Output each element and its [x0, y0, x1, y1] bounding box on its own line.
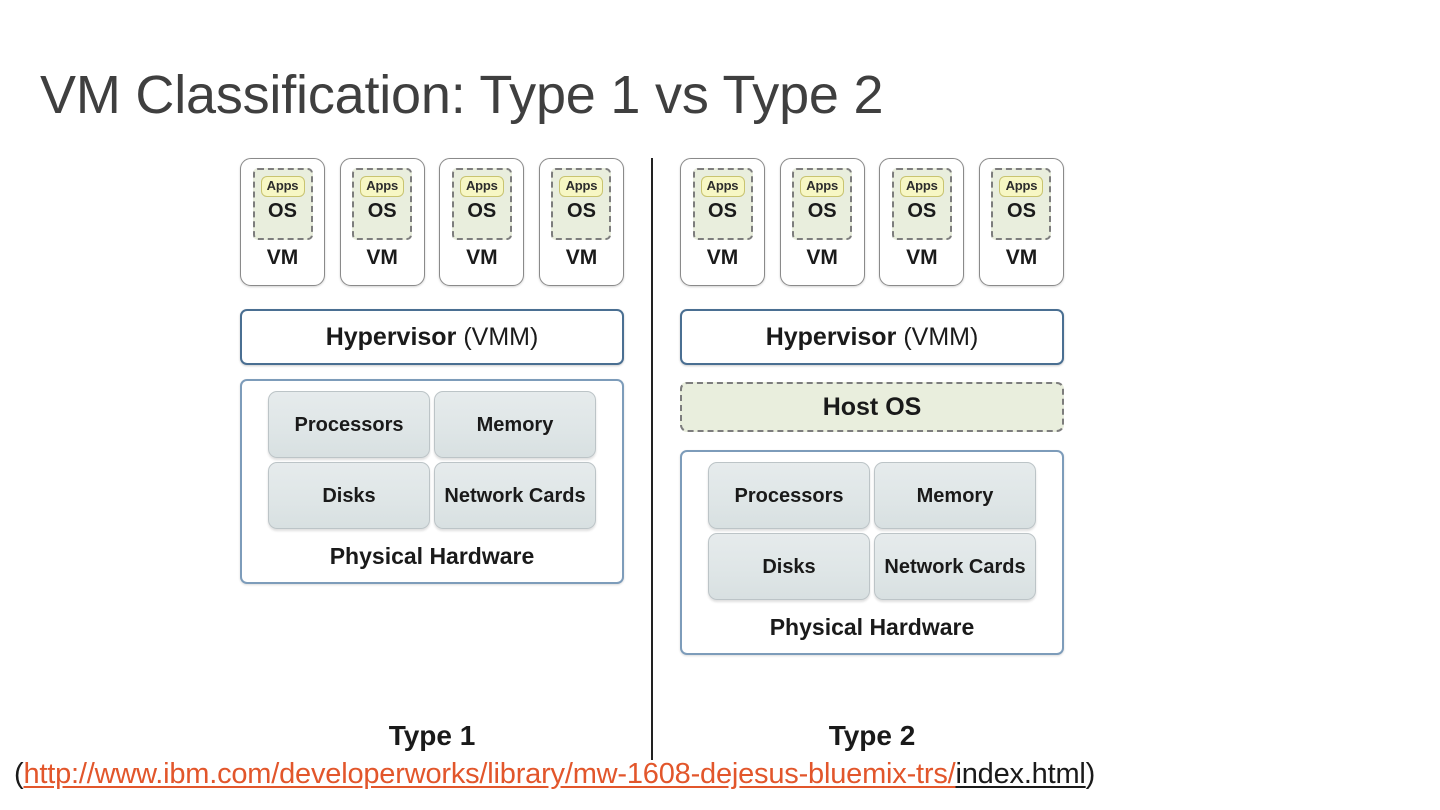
vm-box[interactable]: Apps OS VM: [879, 158, 965, 286]
os-label: OS: [367, 200, 397, 222]
hypervisor-label: Hypervisor: [325, 322, 457, 351]
hardware-cell-processors: Processors: [268, 391, 430, 458]
hardware-cell-memory: Memory: [874, 462, 1036, 529]
vm-box[interactable]: Apps OS VM: [680, 158, 765, 286]
apps-pill: Apps: [999, 176, 1044, 197]
hypervisor-vmm-label: (VMM): [903, 322, 979, 351]
panel-type-1: Apps OS VM Apps OS VM Apps OS VM: [240, 158, 624, 751]
vm-label: VM: [266, 246, 299, 269]
hardware-cell-network-cards: Network Cards: [434, 462, 596, 529]
hardware-cell-disks: Disks: [708, 533, 870, 600]
panel-type-2: Apps OS VM Apps OS VM Apps OS VM: [680, 158, 1064, 751]
hypervisor-label: Hypervisor: [765, 322, 897, 351]
apps-pill: Apps: [899, 176, 944, 197]
hardware-component-grid: Processors Memory Disks Network Cards: [708, 462, 1036, 600]
vm-label: VM: [906, 246, 938, 269]
apps-pill: Apps: [360, 176, 405, 197]
panel-divider: [651, 158, 653, 760]
host-os-box[interactable]: Host OS: [680, 382, 1064, 432]
guest-os-box: Apps OS: [692, 168, 753, 240]
os-label: OS: [1007, 200, 1036, 222]
physical-hardware-label: Physical Hardware: [769, 614, 975, 640]
os-label: OS: [268, 200, 297, 222]
vm-row-type2: Apps OS VM Apps OS VM Apps OS VM: [680, 158, 1064, 286]
os-label: OS: [708, 200, 737, 222]
apps-pill: Apps: [260, 176, 305, 197]
physical-hardware-box[interactable]: Processors Memory Disks Network Cards Ph…: [240, 379, 624, 584]
apps-pill: Apps: [800, 176, 845, 197]
guest-os-box: Apps OS: [352, 168, 413, 240]
host-os-label: Host OS: [822, 392, 922, 421]
open-paren: (: [14, 758, 24, 790]
guest-os-box: Apps OS: [551, 168, 612, 240]
os-label: OS: [907, 200, 937, 222]
vm-box[interactable]: Apps OS VM: [339, 158, 425, 286]
vm-box[interactable]: Apps OS VM: [240, 158, 325, 286]
hardware-cell-network-cards: Network Cards: [874, 533, 1036, 600]
hypervisor-box[interactable]: Hypervisor(VMM): [240, 309, 624, 365]
apps-pill: Apps: [559, 176, 604, 197]
hypervisor-vmm-label: (VMM): [463, 322, 539, 351]
os-label: OS: [807, 200, 837, 222]
vm-box[interactable]: Apps OS VM: [978, 158, 1064, 286]
guest-os-box: Apps OS: [891, 168, 952, 240]
vm-label: VM: [466, 246, 498, 269]
caption-type-2: Type 2: [828, 720, 916, 751]
source-url-link[interactable]: http://www.ibm.com/developerworks/librar…: [23, 758, 956, 790]
hypervisor-box[interactable]: Hypervisor(VMM): [680, 309, 1064, 365]
hardware-component-grid: Processors Memory Disks Network Cards: [268, 391, 596, 529]
os-label: OS: [467, 200, 497, 222]
physical-hardware-box[interactable]: Processors Memory Disks Network Cards Ph…: [680, 450, 1064, 655]
guest-os-box: Apps OS: [451, 168, 512, 240]
caption-type-1: Type 1: [388, 720, 476, 751]
apps-pill: Apps: [700, 176, 745, 197]
vm-label: VM: [806, 246, 838, 269]
hardware-cell-disks: Disks: [268, 462, 430, 529]
apps-pill: Apps: [459, 176, 504, 197]
source-url-line: (http://www.ibm.com/developerworks/libra…: [14, 758, 1095, 791]
physical-hardware-label: Physical Hardware: [329, 543, 535, 569]
vm-label: VM: [565, 246, 598, 269]
guest-os-box: Apps OS: [252, 168, 313, 240]
vm-box[interactable]: Apps OS VM: [538, 158, 624, 286]
vm-box[interactable]: Apps OS VM: [779, 158, 865, 286]
vm-box[interactable]: Apps OS VM: [439, 158, 525, 286]
vm-label: VM: [1005, 246, 1038, 269]
vm-row-type1: Apps OS VM Apps OS VM Apps OS VM: [240, 158, 624, 286]
hardware-cell-processors: Processors: [708, 462, 870, 529]
page-title: VM Classification: Type 1 vs Type 2: [40, 65, 884, 125]
vm-label: VM: [366, 246, 398, 269]
hardware-cell-memory: Memory: [434, 391, 596, 458]
close-paren: ): [1085, 758, 1096, 790]
os-label: OS: [567, 200, 596, 222]
source-url-tail[interactable]: index.html: [955, 758, 1086, 790]
guest-os-box: Apps OS: [991, 168, 1052, 240]
vm-label: VM: [706, 246, 739, 269]
guest-os-box: Apps OS: [792, 168, 853, 240]
